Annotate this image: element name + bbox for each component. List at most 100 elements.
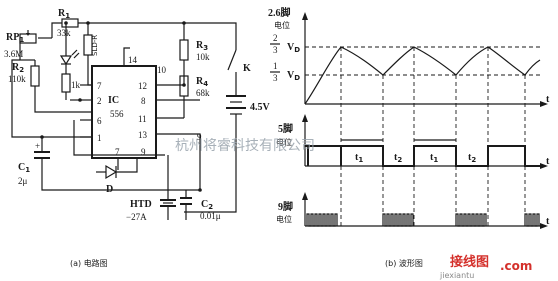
circuit-caption: (a) 电路图 bbox=[70, 258, 108, 268]
svg-text:VD: VD bbox=[287, 42, 300, 54]
pin9-sub: 电位 bbox=[276, 214, 292, 224]
r2-value: 110k bbox=[8, 74, 26, 84]
pin9-waveform bbox=[306, 213, 540, 227]
svg-text:C2: C2 bbox=[201, 199, 213, 211]
svg-text:+: + bbox=[35, 141, 40, 151]
pin26-sub: 电位 bbox=[274, 20, 290, 30]
t-axis-mid: t bbox=[546, 156, 550, 167]
pin5-title: 5脚 bbox=[278, 122, 293, 135]
vd-label-top: V bbox=[287, 42, 295, 53]
frac-23-den: 3 bbox=[273, 45, 278, 55]
company-watermark: 杭州将睿科技有限公司 bbox=[175, 138, 315, 154]
svg-text:R1: R1 bbox=[58, 8, 70, 20]
pin5-waveform bbox=[340, 145, 540, 167]
r3-label: R bbox=[196, 40, 204, 51]
r4-label: R bbox=[196, 76, 204, 87]
diode-d bbox=[105, 164, 118, 180]
pin-left-6: 6 bbox=[97, 116, 102, 126]
battery-value: 4.5V bbox=[250, 102, 271, 113]
svg-text:R4: R4 bbox=[196, 76, 208, 88]
waveform-section bbox=[302, 12, 548, 229]
svg-text:RP1: RP1 bbox=[6, 32, 24, 44]
r1-resistor bbox=[61, 18, 79, 28]
ic-model: 556 bbox=[110, 109, 124, 119]
frac-13-den: 3 bbox=[273, 73, 278, 83]
r1-label: R bbox=[58, 8, 66, 19]
waveform-caption: (b) 波形图 bbox=[385, 258, 423, 268]
svg-text:VD: VD bbox=[287, 70, 300, 82]
c1-value: 2μ bbox=[18, 176, 28, 186]
site-watermark-url: jiexiantu bbox=[439, 271, 474, 280]
htd-value: −27A bbox=[126, 212, 147, 222]
t2-label-b: t bbox=[468, 152, 472, 163]
t2-label-a: t bbox=[394, 152, 398, 163]
r1-value: 33k bbox=[57, 28, 71, 38]
pin-left-7: 7 bbox=[97, 81, 102, 91]
r3-value: 10k bbox=[196, 52, 210, 62]
svg-text:C1: C1 bbox=[18, 162, 30, 174]
c2-capacitor bbox=[180, 197, 192, 205]
t1-sub-a: 1 bbox=[358, 156, 363, 164]
svg-text:t1: t1 bbox=[430, 152, 438, 164]
svg-text:t2: t2 bbox=[394, 152, 402, 164]
site-watermark-cn: 接线图 bbox=[450, 254, 489, 270]
diode-label: D bbox=[106, 184, 113, 195]
pin-right-13: 13 bbox=[138, 130, 148, 140]
pin-bottom-9: 9 bbox=[141, 147, 146, 157]
r-led-value: 1k bbox=[71, 80, 81, 90]
pin26-title: 2.6脚 bbox=[268, 6, 291, 19]
htd-buzzer bbox=[160, 199, 176, 207]
switch-label: K bbox=[243, 63, 251, 74]
site-watermark-dotcom: .com bbox=[500, 259, 532, 273]
svg-text:R3: R3 bbox=[196, 40, 208, 52]
t-axis-top: t bbox=[546, 94, 550, 105]
pin-left-1: 1 bbox=[97, 133, 102, 143]
vd-label-bot: V bbox=[287, 70, 295, 81]
led-part-label: SLD-R bbox=[91, 35, 99, 56]
vd-sub-bot: D bbox=[294, 74, 300, 82]
c1-capacitor bbox=[34, 151, 50, 159]
r2-label: R bbox=[12, 62, 20, 73]
switch-k bbox=[227, 49, 237, 71]
pin-left-2: 2 bbox=[97, 96, 102, 106]
r2-resistor bbox=[30, 65, 40, 87]
pin9-title: 9脚 bbox=[278, 200, 293, 213]
rp1-sub: 1 bbox=[19, 36, 24, 44]
t-axis-bot: t bbox=[546, 216, 550, 227]
frac-23-num: 2 bbox=[273, 33, 278, 43]
svg-text:t1: t1 bbox=[355, 152, 363, 164]
pin-right-11: 11 bbox=[138, 114, 147, 124]
c2-label: C bbox=[201, 199, 208, 210]
t2-sub-b: 2 bbox=[471, 156, 476, 164]
pin-9-outer: 9 bbox=[197, 132, 202, 142]
r2-sub: 2 bbox=[19, 66, 24, 74]
svg-text:R2: R2 bbox=[12, 62, 24, 74]
pin-right-12: 12 bbox=[138, 81, 147, 91]
pin-14: 14 bbox=[128, 55, 138, 65]
c1-sub: 1 bbox=[25, 166, 30, 174]
pin-bottom-7: 7 bbox=[115, 147, 120, 157]
rp1-label: RP bbox=[6, 32, 19, 43]
vd-sub-top: D bbox=[294, 46, 300, 54]
c2-value: 0.01μ bbox=[200, 211, 221, 221]
rp1-value: 3.6M bbox=[4, 49, 23, 59]
r3-sub: 3 bbox=[203, 44, 208, 52]
led-symbol bbox=[59, 49, 80, 66]
htd-label: HTD bbox=[130, 199, 152, 210]
r4-value: 68k bbox=[196, 88, 210, 98]
r-led-resistor bbox=[61, 73, 71, 93]
t1-label-a: t bbox=[355, 152, 359, 163]
t1-sub-b: 1 bbox=[433, 156, 438, 164]
r1-sub: 1 bbox=[65, 12, 70, 20]
battery-symbol bbox=[226, 95, 246, 115]
t1-label-b: t bbox=[430, 152, 434, 163]
ic-556-body bbox=[91, 65, 157, 159]
pin-10: 10 bbox=[157, 65, 167, 75]
ic-label: IC bbox=[108, 95, 119, 106]
r3-resistor bbox=[179, 39, 189, 61]
frac-13-num: 1 bbox=[273, 61, 278, 71]
r4-sub: 4 bbox=[203, 80, 208, 88]
pin26-waveform bbox=[304, 46, 541, 105]
svg-text:t2: t2 bbox=[468, 152, 476, 164]
